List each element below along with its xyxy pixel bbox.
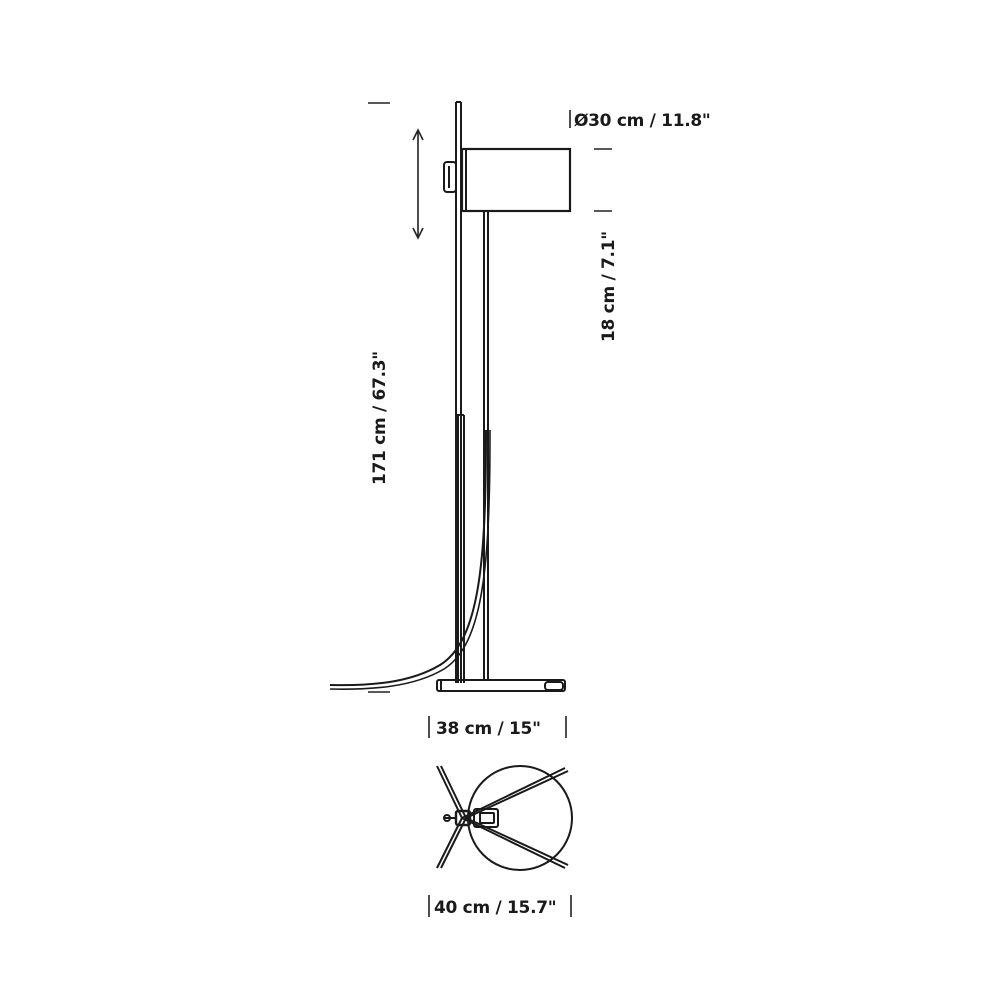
base-foot [544,681,564,691]
leg-upper-left-2 [440,765,467,819]
base-circle [467,765,573,871]
side-dimension-guides [368,102,612,693]
leg-upper-left [436,765,463,819]
adjust-arrow-down-icon [412,227,424,240]
power-cord [329,429,487,687]
leg-lower-left [436,817,463,869]
shade-top-view [473,808,499,828]
hub-knob [443,814,451,822]
leg-lower-left-2 [440,817,467,869]
total-height-label: 171 cm / 67.3" [370,351,390,485]
leg-upper-right-2 [465,770,569,819]
power-cord-outer [329,429,491,690]
shade-handle [443,161,457,193]
shade-top-inner [479,812,495,824]
lamp-side-view [329,101,572,692]
leg-upper-right [461,767,566,819]
bottom-dimension-guides [428,716,572,917]
adjust-arrow-up-icon [412,128,424,141]
lamp-top-view [436,765,573,871]
base-diameter-label: 40 cm / 15.7" [434,898,556,918]
base-width-label: 38 cm / 15" [436,719,541,739]
lamp-shade [460,147,572,213]
shade-diameter-label: Ø30 cm / 11.8" [574,111,710,131]
leg-lower-right-2 [465,817,569,866]
leg-lower-right [461,817,566,869]
shade-height-label: 18 cm / 7.1" [599,231,619,342]
lamp-base [436,679,566,692]
